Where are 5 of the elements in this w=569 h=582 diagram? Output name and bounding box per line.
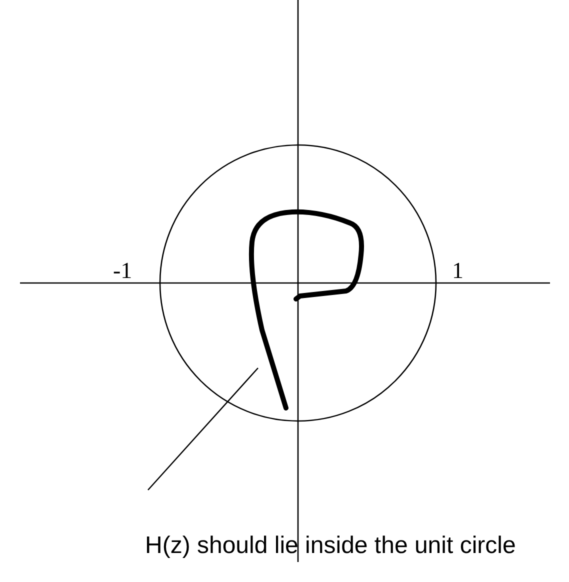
axis-label: 1 — [452, 258, 464, 284]
leader-line — [148, 368, 258, 490]
curve — [248, 209, 364, 410]
axis-label: -1 — [113, 258, 132, 284]
caption-text: H(z) should lie inside the unit circle — [145, 532, 516, 560]
